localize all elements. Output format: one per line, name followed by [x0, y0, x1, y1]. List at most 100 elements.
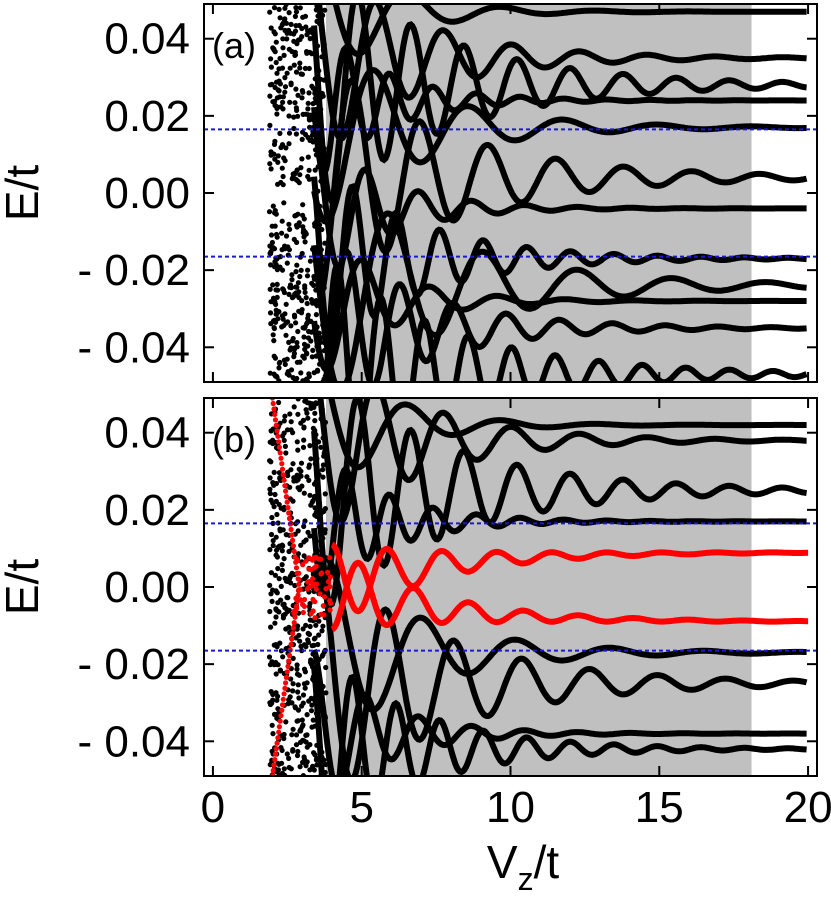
zero-mode-point: [312, 599, 318, 605]
edge-mode-point: [275, 735, 281, 741]
panel-a-y-ticks: - 0.04- 0.020.000.020.04: [77, 4, 817, 382]
energy-point: [270, 542, 276, 549]
energy-point: [273, 671, 279, 677]
energy-point: [268, 232, 275, 238]
energy-point: [295, 551, 301, 557]
zero-mode-point: [313, 586, 319, 592]
zero-mode-point: [317, 591, 323, 597]
energy-point: [267, 582, 273, 589]
energy-point: [298, 542, 304, 548]
edge-mode-point: [276, 724, 282, 730]
energy-point: [283, 719, 289, 725]
energy-point: [309, 280, 315, 286]
zero-mode-point: [312, 615, 318, 621]
energy-point: [297, 359, 303, 365]
panel-b-noise-points: [266, 398, 334, 776]
energy-point: [286, 372, 292, 378]
energy-point: [300, 353, 306, 359]
x-axis-label: Vz/t: [487, 836, 559, 897]
energy-point: [317, 203, 323, 209]
panel-a-ylabel: E/t: [0, 165, 48, 221]
energy-point: [288, 21, 294, 27]
energy-point: [274, 554, 280, 560]
energy-point: [286, 764, 292, 771]
energy-point: [293, 320, 299, 326]
zero-mode-point: [291, 610, 297, 617]
energy-point: [273, 480, 279, 487]
energy-point: [293, 131, 299, 137]
energy-point: [319, 628, 325, 634]
energy-point: [272, 210, 278, 216]
energy-point: [322, 769, 328, 776]
energy-point: [307, 492, 313, 498]
energy-point: [323, 761, 329, 768]
energy-point: [306, 167, 312, 173]
energy-point: [270, 282, 276, 288]
energy-point: [274, 644, 280, 650]
panel-a-noise-points: [266, 4, 329, 382]
edge-mode-point: [289, 636, 295, 642]
zero-mode-point: [296, 576, 302, 582]
energy-point: [273, 301, 279, 307]
energy-point: [309, 702, 315, 708]
energy-point: [316, 656, 322, 663]
energy-point: [312, 99, 318, 106]
energy-point: [305, 637, 311, 643]
energy-point: [274, 715, 280, 721]
energy-point: [276, 470, 282, 476]
energy-point: [318, 416, 324, 422]
energy-point: [299, 95, 305, 101]
energy-point: [316, 472, 322, 478]
energy-point: [289, 700, 295, 706]
energy-point: [290, 335, 296, 342]
energy-point: [299, 156, 305, 162]
energy-point: [318, 76, 324, 82]
energy-point: [303, 732, 309, 739]
energy-point: [275, 693, 281, 700]
edge-mode-point: [272, 751, 279, 757]
energy-point: [307, 29, 313, 35]
energy-point: [283, 606, 289, 612]
energy-point: [280, 99, 286, 105]
energy-point: [319, 226, 325, 233]
energy-point: [274, 511, 280, 518]
energy-point: [275, 181, 281, 187]
energy-point: [267, 608, 273, 615]
energy-point: [271, 141, 278, 147]
energy-point: [267, 662, 273, 668]
energy-point: [314, 510, 321, 516]
energy-point: [272, 31, 278, 37]
energy-point: [322, 240, 328, 246]
energy-point: [317, 762, 323, 768]
energy-point: [321, 285, 327, 291]
energy-point: [295, 748, 301, 755]
energy-point: [281, 556, 287, 562]
zero-mode-point: [327, 555, 333, 561]
energy-point: [308, 708, 315, 714]
energy-point: [270, 295, 277, 301]
energy-point: [302, 346, 308, 352]
energy-point: [282, 611, 288, 617]
energy-point: [322, 373, 328, 379]
energy-point: [285, 578, 291, 585]
energy-point: [268, 250, 274, 257]
edge-mode-point: [274, 428, 280, 434]
energy-point: [274, 234, 280, 240]
edge-mode-point: [290, 543, 296, 549]
energy-point: [294, 375, 300, 382]
energy-point: [291, 114, 297, 120]
energy-point: [280, 433, 286, 439]
energy-point: [305, 267, 311, 273]
energy-level-curve: [323, 262, 808, 382]
energy-point: [316, 330, 322, 336]
energy-level-curve: [311, 4, 807, 204]
edge-mode-point: [288, 641, 294, 648]
energy-point: [294, 752, 301, 759]
energy-point: [317, 361, 323, 367]
energy-point: [309, 643, 315, 649]
energy-point: [268, 262, 274, 268]
energy-point: [288, 676, 294, 682]
energy-point: [312, 493, 318, 499]
energy-point: [301, 523, 307, 530]
energy-point: [284, 260, 290, 266]
